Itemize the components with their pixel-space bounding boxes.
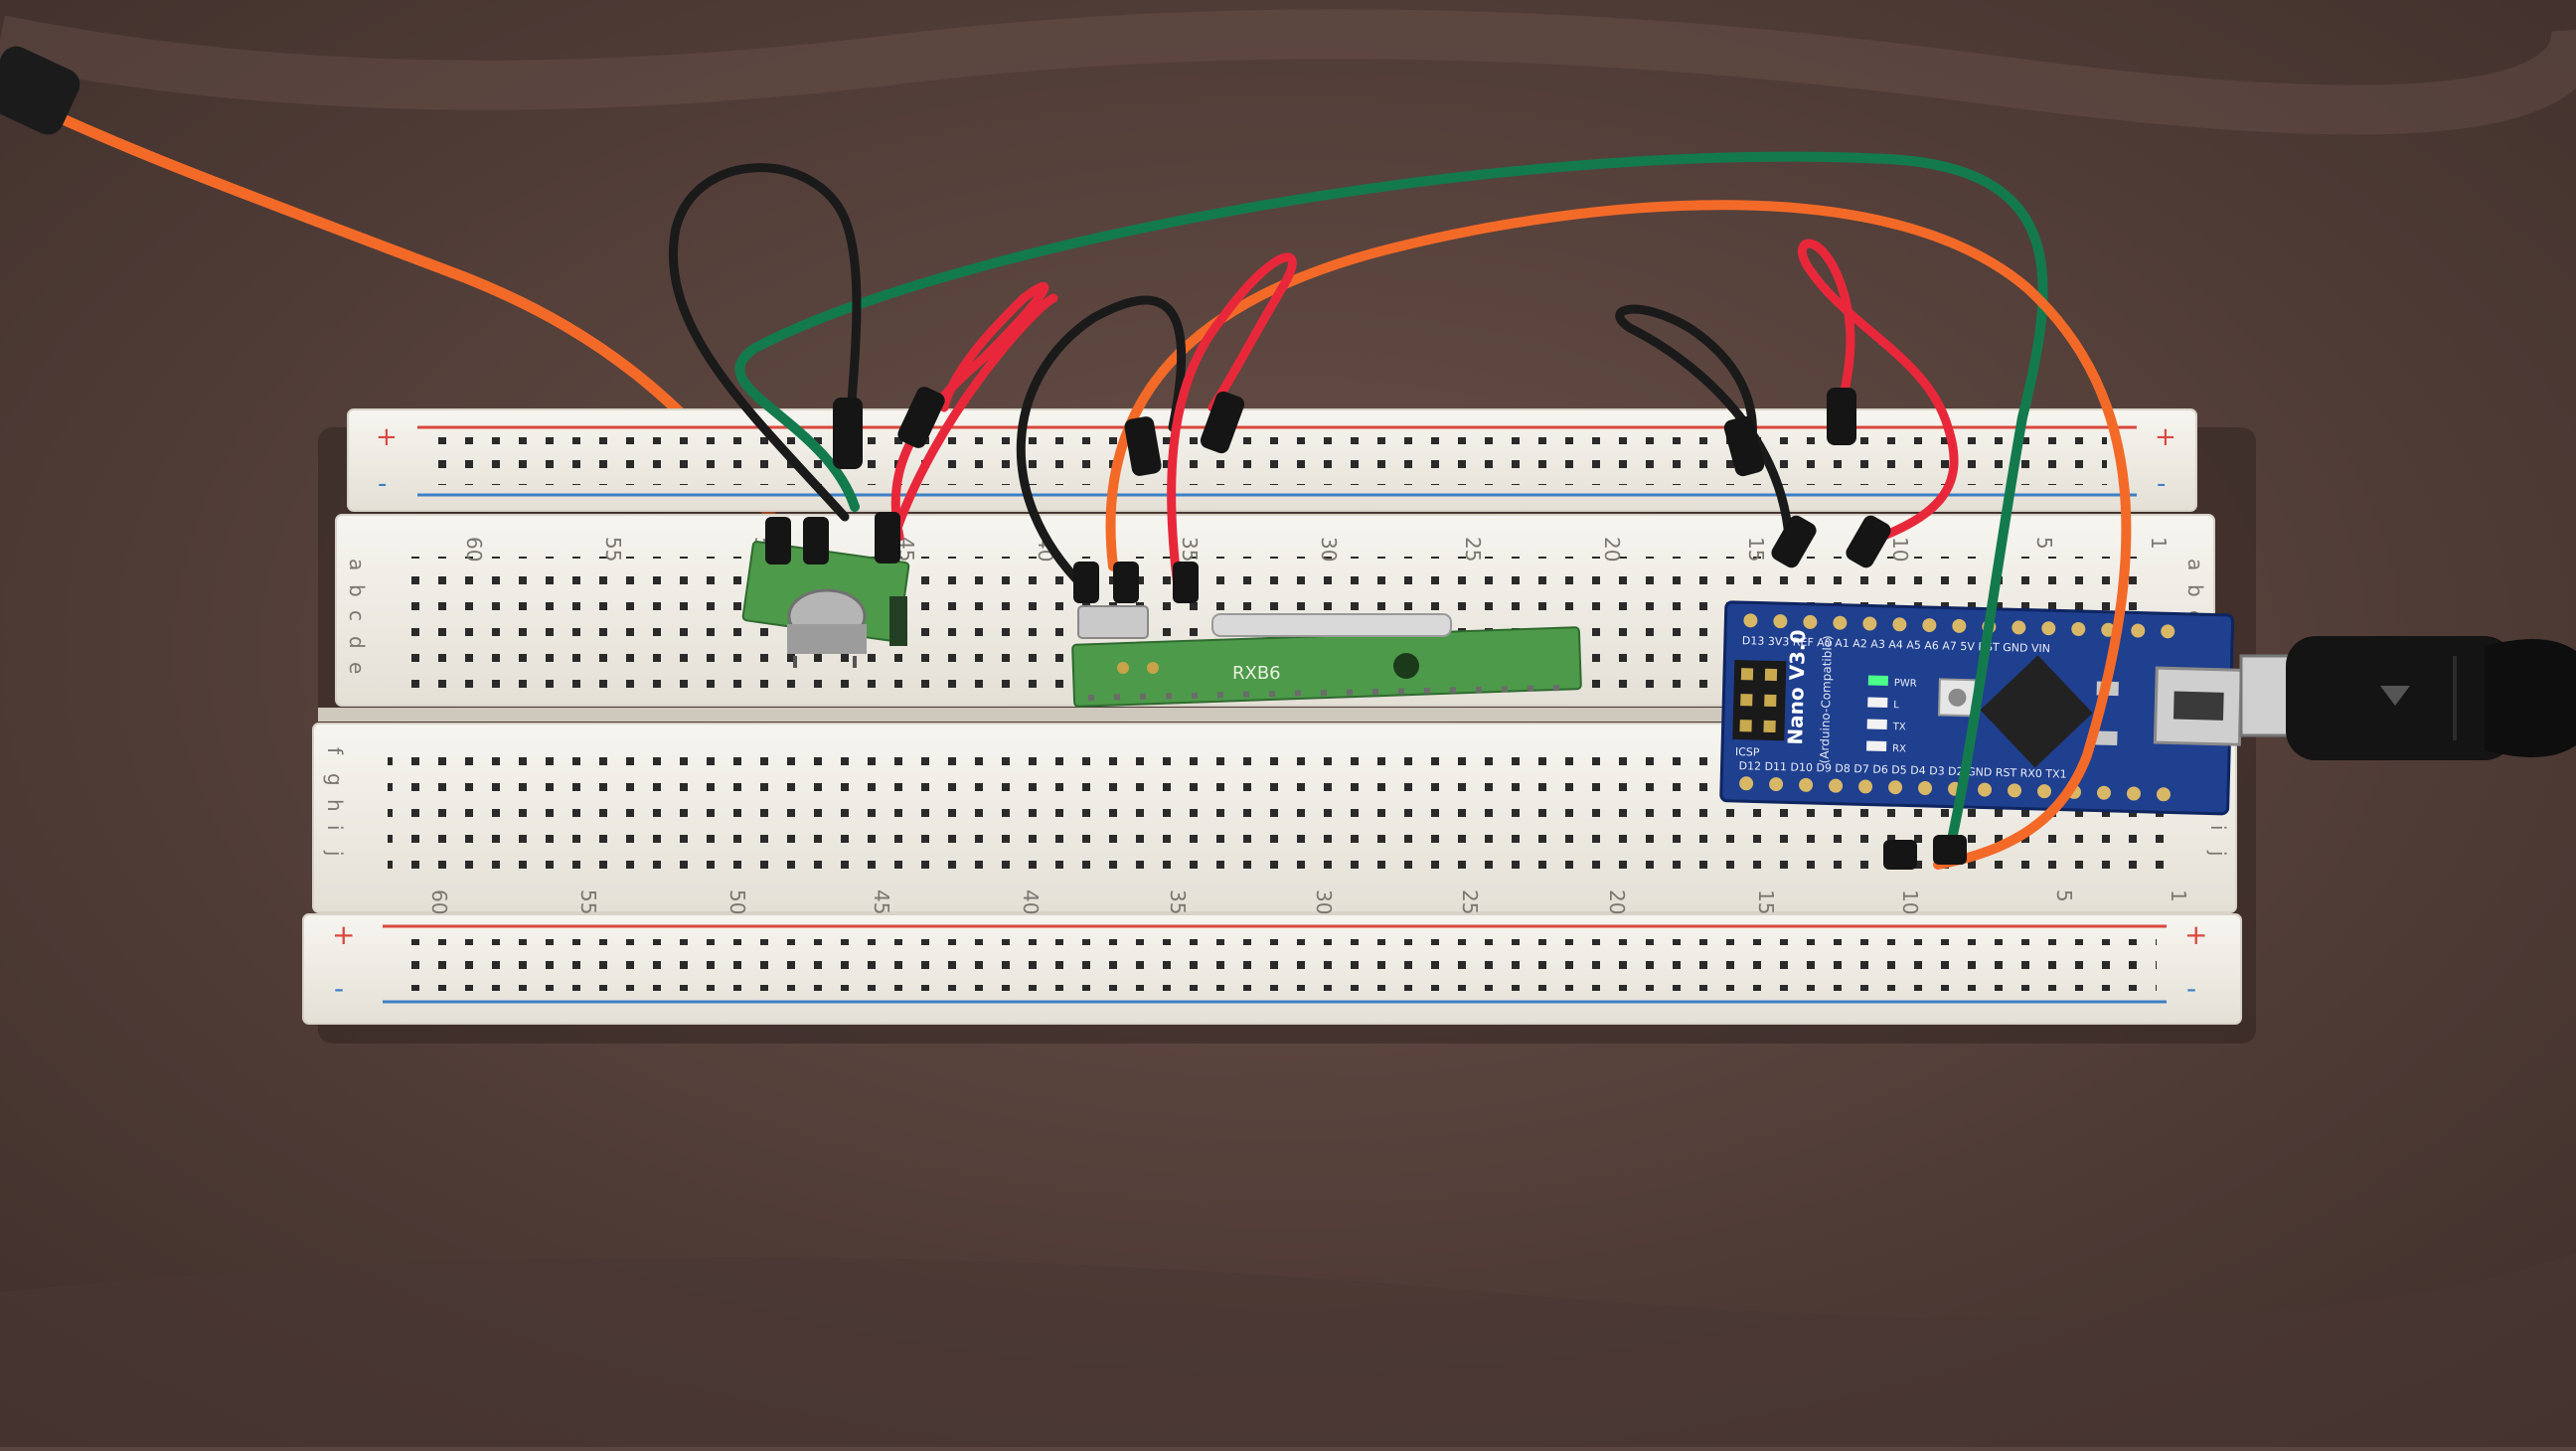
rail-plus-bottom-right: + [2184,918,2207,951]
row-letter-top-left: b [345,584,369,597]
column-label-bottom: 60 [427,889,451,914]
column-label-bottom: 45 [870,889,893,914]
arduino-model: Nano V3.0 [1783,629,1810,745]
column-label-top: 15 [1744,537,1768,562]
rf-receiver-module: RXB6 [1071,605,1582,708]
rail-minus-bottom-right: - [2186,972,2196,1005]
column-label-top: 1 [2147,537,2171,550]
column-label-bottom: 1 [2167,889,2190,902]
row-letter-bottom-left: i [323,825,347,831]
rail-minus-top-left: - [378,469,387,499]
column-label-top: 20 [1600,537,1624,562]
row-letter-bottom-left: h [323,799,347,812]
arduino-nano: D13 3V3 REF A0 A1 A2 A3 A4 A5 A6 A7 5V R… [1719,600,2243,816]
arduino-subtitle: (Arduino-Compatible) [1818,635,1835,763]
row-letter-bottom-right: j [2206,850,2230,857]
column-label-bottom: 10 [1898,889,1922,914]
row-letter-top-right: b [2183,584,2207,597]
row-letter-top-left: d [345,636,369,649]
row-letter-top-left: c [345,610,369,621]
column-label-top: 55 [601,537,625,562]
column-label-bottom: 50 [725,889,749,914]
jumper-wires [668,151,2132,870]
led-label: RX [1892,743,1906,754]
column-label-bottom: 15 [1754,889,1778,914]
column-label-bottom: 5 [2052,889,2076,902]
column-label-top: 10 [1888,537,1912,562]
led-label: TX [1892,722,1906,732]
row-letter-top-left: e [345,662,369,674]
microcontroller-chip [1980,655,2093,768]
column-label-top: 35 [1178,537,1202,562]
rf-transmitter-module [741,541,910,668]
usb-cable [2239,636,2576,760]
rail-minus-bottom-left: - [334,972,344,1005]
column-label-bottom: 40 [1019,889,1043,914]
wire-connectors [765,387,1967,870]
column-label-top: 30 [1317,537,1341,562]
rail-plus-bottom-left: + [332,918,355,951]
row-letter-bottom-left: f [323,747,347,755]
row-letter-top-left: a [345,559,369,570]
rail-plus-top-right: + [2155,422,2176,452]
rail-plus-top-left: + [376,422,398,452]
row-letter-bottom-left: g [323,773,347,786]
rf-module-label: RXB6 [1232,663,1281,684]
column-label-bottom: 20 [1605,889,1629,914]
row-letter-bottom-right: i [2206,825,2230,831]
column-label-bottom: 25 [1458,889,1482,914]
row-letter-bottom-left: j [323,850,347,857]
rail-minus-top-right: - [2157,469,2166,499]
led-label: PWR [1894,678,1917,690]
row-letter-top-right: a [2183,559,2207,570]
led-label: L [1893,700,1899,711]
column-labels-bottom: 60 55 50 45 40 35 30 25 20 15 10 5 1 [427,889,2190,914]
column-label-bottom: 35 [1166,889,1190,914]
column-label-top: 25 [1461,537,1485,562]
column-label-top: 5 [2032,537,2056,550]
icsp-label: ICSP [1735,745,1760,759]
column-label-bottom: 55 [576,889,600,914]
breadboard: + - + - + - + - 605550454035302520151051… [302,408,2242,1025]
column-label-top: 60 [462,537,486,562]
column-label-bottom: 30 [1312,889,1336,914]
